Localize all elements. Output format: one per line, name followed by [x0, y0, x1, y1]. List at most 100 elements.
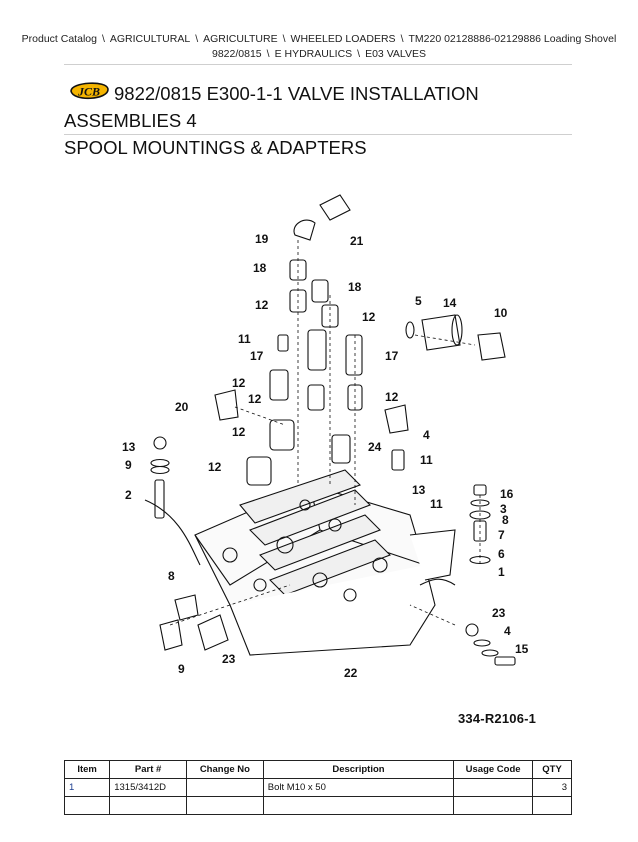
mounting-plate — [229, 564, 436, 656]
callout-8: 1 — [498, 565, 505, 579]
breadcrumb-separator: \ — [195, 33, 199, 45]
callout-18: 18 — [348, 280, 362, 294]
breadcrumb-separator: \ — [400, 33, 404, 45]
breadcrumb-separator: \ — [101, 33, 105, 45]
callout-4: 13 — [122, 440, 136, 454]
washer — [470, 499, 490, 507]
column-header-change-no[interactable]: Change No — [186, 760, 264, 779]
callout-12: 12 — [255, 298, 269, 312]
breadcrumb-separator: \ — [266, 48, 270, 60]
exploded-parts-diagram: 19 21 18 18 12 5 14 10 12 11 17 17 12 12… — [122, 194, 529, 680]
washer — [150, 465, 170, 475]
breadcrumb-item[interactable]: 9822/0815 — [212, 48, 262, 60]
callout-1: 6 — [498, 547, 505, 561]
callout-7: 8 — [502, 513, 509, 527]
callout-8: 3 — [500, 502, 507, 516]
fitting — [246, 456, 272, 486]
column-header-qty[interactable]: QTY — [532, 760, 572, 779]
callout-11: 11 — [238, 332, 251, 346]
breadcrumb: Product Catalog \ AGRICULTURAL \ AGRICULTURE… — [20, 32, 618, 62]
fitting — [307, 384, 325, 411]
callout-20: 20 — [175, 400, 189, 414]
callout-9: 9 — [125, 458, 132, 472]
table-row-empty — [63, 796, 572, 815]
adapter-fitting — [477, 332, 506, 361]
fitting — [345, 334, 363, 376]
elbow-fitting — [319, 194, 351, 221]
fitting — [277, 334, 289, 352]
column-header-usage-code[interactable]: Usage Code — [453, 760, 534, 779]
fitting — [269, 419, 295, 451]
callout-9: 4 — [504, 624, 511, 638]
callout-12: 12 — [248, 392, 262, 406]
elbow-fitting — [174, 594, 199, 621]
elbow-fitting — [159, 619, 183, 651]
washer — [150, 458, 170, 468]
breadcrumb-item[interactable]: TM220 02128886-02129886 Loading Shovel — [408, 33, 617, 45]
elbow-fitting — [214, 389, 239, 421]
page-title-line1: 9822/0815 E300-1-1 VALVE INSTALLATION AS… — [64, 83, 479, 131]
bolt — [494, 656, 516, 666]
nut — [473, 484, 487, 496]
nut — [153, 436, 167, 450]
elbow-fitting — [197, 614, 229, 651]
fitting — [311, 279, 329, 303]
cell-qty: 3 — [532, 778, 572, 797]
column-header-part[interactable]: Part # — [109, 760, 187, 779]
parts-table-header: Item Part # Change No Description Usage … — [63, 760, 572, 779]
column-header-description[interactable]: Description — [262, 760, 455, 779]
callout-16: 11 — [430, 497, 443, 511]
callout-12: 24 — [368, 440, 382, 454]
breadcrumb-item[interactable]: Product Catalog — [21, 33, 97, 45]
elbow-fitting — [384, 404, 409, 434]
title-divider — [64, 134, 572, 135]
spool-section — [269, 539, 391, 596]
cell-description: Bolt M10 x 50 — [262, 778, 455, 797]
breadcrumb-item[interactable]: AGRICULTURAL — [109, 33, 191, 45]
nut — [465, 623, 479, 637]
elbow-fitting — [293, 219, 316, 241]
diagram-reference: 334-R2106-1 — [458, 711, 537, 726]
table-row[interactable]: 1 1315/3412D Bolt M10 x 50 3 — [63, 778, 572, 797]
breadcrumb-item[interactable]: WHEELED LOADERS — [290, 33, 396, 45]
cell-change-no — [186, 778, 264, 797]
parts-table: Item Part # Change No Description Usage … — [63, 760, 572, 815]
fitting — [331, 434, 351, 464]
callout-23: 9 — [178, 662, 185, 676]
page-title-line2: SPOOL MOUNTINGS & ADAPTERS — [64, 137, 367, 158]
breadcrumb-separator: \ — [357, 48, 361, 60]
cell-item[interactable]: 1 — [63, 778, 111, 797]
spool-section — [249, 489, 371, 546]
callout-4: 23 — [492, 606, 506, 620]
washer — [473, 639, 491, 647]
page-title: 9822/0815 E300-1-1 VALVE INSTALLATION AS… — [64, 80, 584, 161]
callout-23: 8 — [168, 569, 175, 583]
cell-usage-code — [453, 778, 534, 797]
breadcrumb-item[interactable]: AGRICULTURE — [203, 33, 278, 45]
seal-ring — [405, 321, 415, 339]
breadcrumb-item[interactable]: E HYDRAULICS — [274, 48, 353, 60]
bolt — [154, 479, 165, 519]
washer — [481, 649, 499, 657]
callout-3: 16 — [500, 487, 514, 501]
callout-17: 17 — [385, 349, 399, 363]
callout-2: 15 — [515, 642, 529, 656]
callout-2: 2 — [125, 488, 132, 502]
callout-18: 18 — [253, 261, 267, 275]
fitting — [391, 449, 405, 471]
callout-6: 7 — [498, 528, 505, 542]
callout-19: 19 — [255, 232, 269, 246]
breadcrumb-item[interactable]: E03 VALVES — [365, 48, 426, 60]
callout-11: 11 — [420, 453, 433, 467]
callout-21: 21 — [350, 234, 364, 248]
callout-10: 10 — [494, 306, 508, 320]
callout-14: 14 — [443, 296, 457, 310]
column-header-item[interactable]: Item — [63, 760, 111, 779]
callout-12: 12 — [362, 310, 376, 324]
callout-15: 22 — [344, 666, 358, 680]
logo-text: JCB — [77, 85, 100, 99]
fitting — [269, 369, 289, 401]
callout-13: 12 — [208, 460, 222, 474]
breadcrumb-separator: \ — [282, 33, 286, 45]
header-divider — [64, 64, 572, 65]
